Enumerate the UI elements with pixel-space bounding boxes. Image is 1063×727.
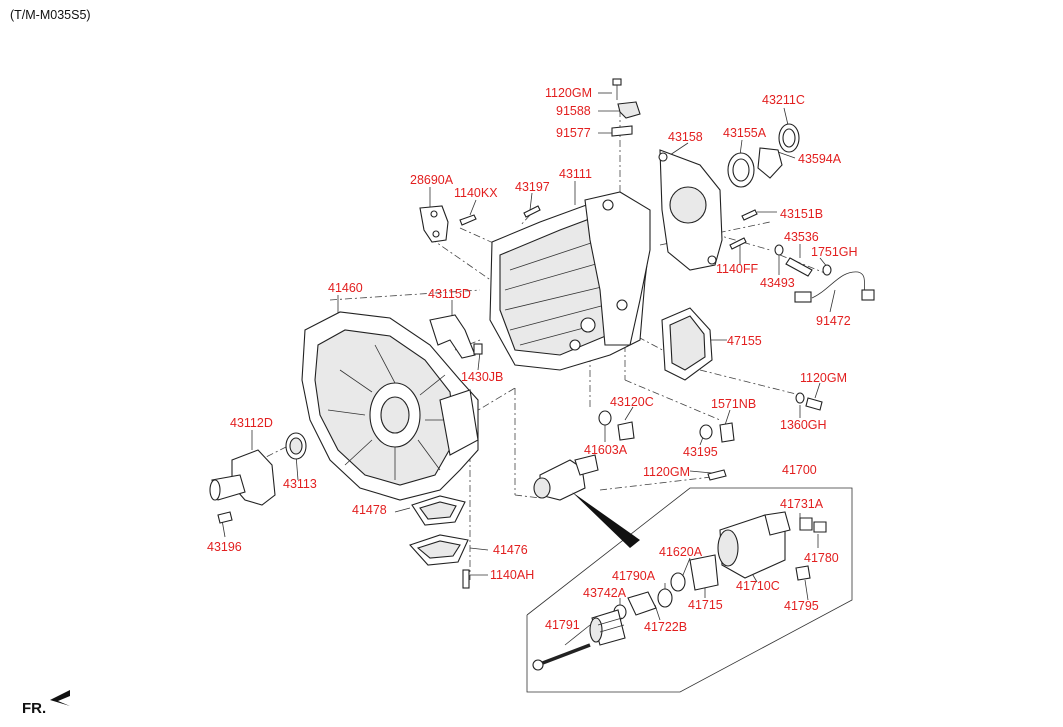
label-41780: 41780 xyxy=(804,551,839,565)
label-28690a: 28690A xyxy=(410,173,454,187)
label-1571nb: 1571NB xyxy=(711,397,757,411)
transmission-case xyxy=(489,191,651,371)
label-43196: 43196 xyxy=(207,540,242,554)
label-1751gh: 1751GH xyxy=(811,245,858,259)
label-43493: 43493 xyxy=(760,276,795,290)
rear-cover xyxy=(658,149,723,271)
label-43113: 43113 xyxy=(283,477,317,491)
label-43195: 43195 xyxy=(683,445,718,459)
label-41700: 41700 xyxy=(782,463,817,477)
side-cover xyxy=(661,307,713,381)
label-41790a: 41790A xyxy=(612,569,656,583)
model-code: (T/M-M035S5) xyxy=(10,8,91,22)
drain-plugs xyxy=(598,392,823,481)
harness-sensor xyxy=(794,271,875,303)
label-41476: 41476 xyxy=(493,543,528,557)
label-41620a: 41620A xyxy=(659,545,703,559)
label-41710c: 41710C xyxy=(736,579,780,593)
label-1120gm-lower: 1120GM xyxy=(643,465,691,479)
cover-gaskets xyxy=(409,495,470,589)
label-47155: 47155 xyxy=(727,334,762,348)
label-43112d: 43112D xyxy=(230,416,273,430)
label-41795: 41795 xyxy=(784,599,819,613)
label-1430jb: 1430JB xyxy=(461,370,504,384)
front-direction-label: FR. xyxy=(22,700,47,717)
assembly-41700-frame xyxy=(526,487,853,693)
oil-seals xyxy=(727,123,800,188)
cylinder-assembly-parts xyxy=(532,511,827,671)
label-91588: 91588 xyxy=(556,104,591,118)
label-91472: 91472 xyxy=(816,314,851,328)
label-91577: 91577 xyxy=(556,126,591,140)
label-1140ah: 1140AH xyxy=(490,568,535,582)
label-43120c: 43120C xyxy=(610,395,654,409)
label-43197: 43197 xyxy=(515,180,550,194)
top-bolt-bracket xyxy=(611,78,641,137)
label-41722b: 41722B xyxy=(644,620,688,634)
label-41603a: 41603A xyxy=(584,443,628,457)
label-1360gh: 1360GH xyxy=(780,418,827,432)
label-1140kx: 1140KX xyxy=(454,186,498,200)
label-43158: 43158 xyxy=(668,130,703,144)
label-1140ff: 1140FF xyxy=(716,262,759,276)
label-41460: 41460 xyxy=(328,281,363,295)
release-cylinder xyxy=(533,454,599,501)
label-43115d: 43115D xyxy=(428,287,471,301)
label-43155a: 43155A xyxy=(723,126,767,140)
label-41715: 41715 xyxy=(688,598,723,612)
clutch-housing xyxy=(301,311,479,501)
label-43111: 43111 xyxy=(559,167,592,181)
label-41478: 41478 xyxy=(352,503,387,517)
label-43594a: 43594A xyxy=(798,152,842,166)
label-1120gm-right: 1120GM xyxy=(800,371,848,385)
label-41791: 41791 xyxy=(545,618,580,632)
small-fasteners-right xyxy=(729,209,832,277)
front-arrow-icon xyxy=(50,690,70,706)
bracket-28690a xyxy=(419,205,541,243)
flow-arrow xyxy=(572,492,640,548)
label-43211c: 43211C xyxy=(762,93,805,107)
label-43151b: 43151B xyxy=(780,207,824,221)
bearing-retainer xyxy=(209,432,307,524)
label-41731a: 41731A xyxy=(780,497,824,511)
label-43742a: 43742A xyxy=(583,586,627,600)
gasket-43115d xyxy=(429,314,483,359)
label-1120gm-top: 1120GM xyxy=(545,86,593,100)
label-43536: 43536 xyxy=(784,230,819,244)
